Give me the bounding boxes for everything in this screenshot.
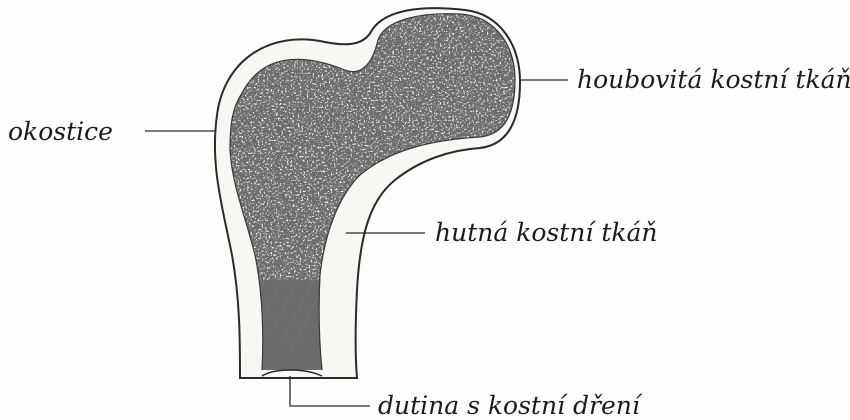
label-compact-bone: hutná kostní tkáň [435,218,658,247]
label-marrow-cavity: dutina s kostní dření [378,391,643,420]
marrow-cavity-leader [290,376,370,406]
label-spongy-bone: houbovitá kostní tkáň [577,65,850,94]
label-periosteum: okostice [8,117,113,146]
